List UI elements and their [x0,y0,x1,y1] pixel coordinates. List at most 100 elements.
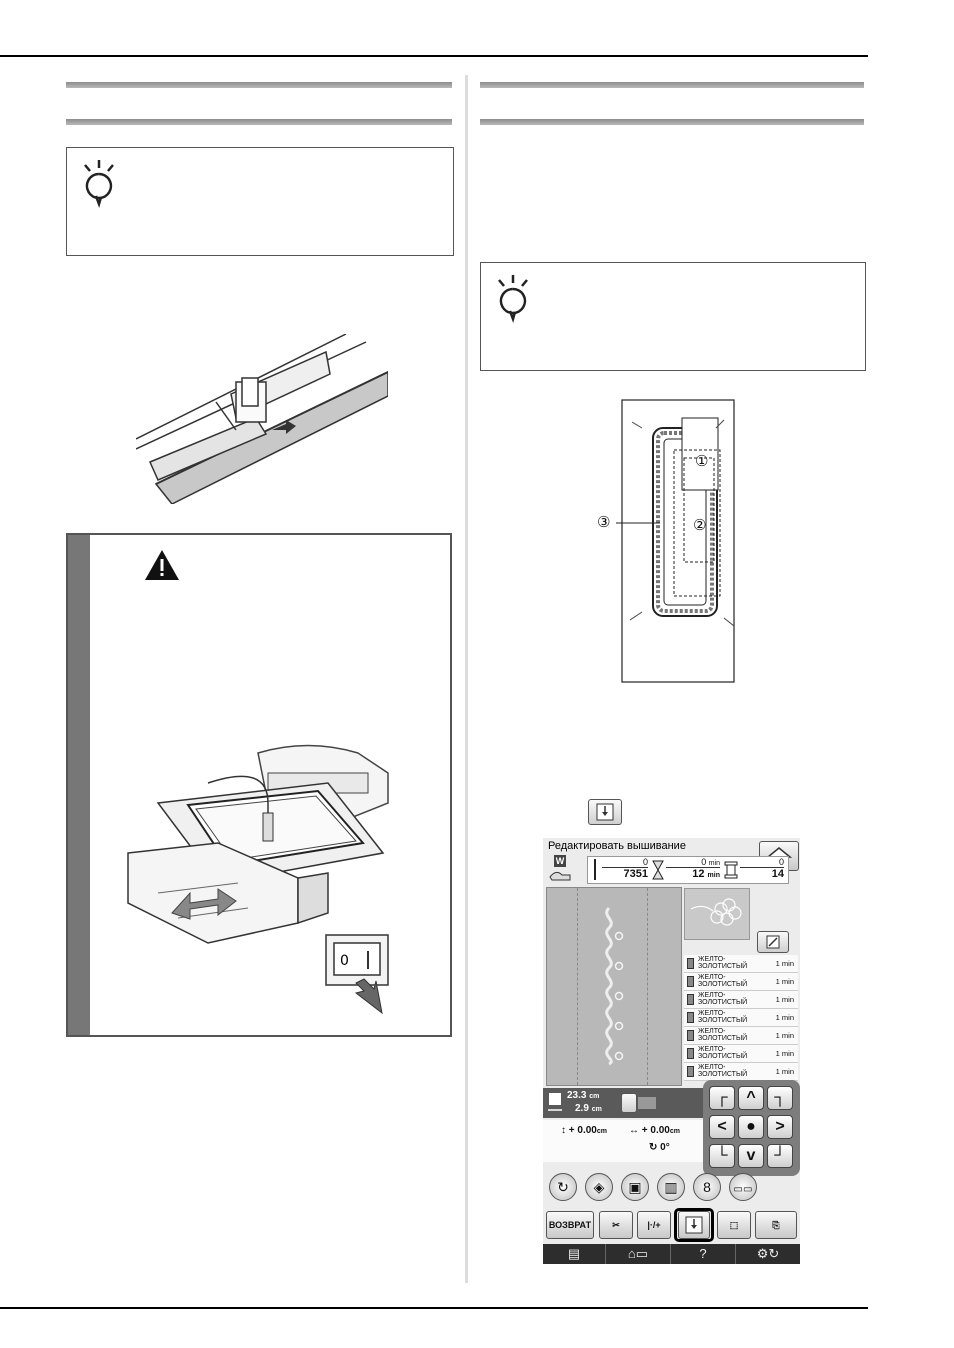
stitch-current: 0 [602,857,648,868]
thread-color-list: ЖЕЛТО-ЗОЛОТИСТЫЙ 1 min ЖЕЛТО-ЗОЛОТИСТЫЙ 1 … [684,955,798,1081]
callout-2: ② [693,516,707,534]
carriage-illustration [136,334,388,504]
highlight-frame [674,1208,714,1242]
move-down-right-button[interactable]: ┘ [767,1144,793,1168]
spool-icon [687,1030,694,1041]
color-time: 1 min [775,1031,794,1040]
repeat-button[interactable]: 8 [693,1173,721,1201]
frame-display-button[interactable] [621,1093,637,1113]
size-width: 2.9 cm [575,1103,602,1114]
w-label: W [554,855,566,867]
size-width-value: 2.9 [575,1103,589,1114]
list-item[interactable]: ЖЕЛТО-ЗОЛОТИСТЫЙ 1 min [684,1063,798,1081]
offset-vertical-unit: cm [596,1128,607,1135]
trial-button[interactable] [678,1211,710,1239]
color-time: 1 min [775,959,794,968]
arrow-key-pad: ┌ ^ ┐ < ● > └ v ┘ [703,1080,800,1176]
size-height-unit: cm [589,1093,600,1100]
embroidery-unit-illustration: 0 [127,744,389,1015]
machine-settings-button[interactable]: ⌂▭ [606,1244,671,1264]
offset-horizontal: ↔ + 0.00cm [629,1125,680,1136]
frame-icon: ▣ [628,1179,642,1195]
size-width-unit: cm [591,1106,602,1113]
spool-icon [687,1012,694,1023]
document-icon: ▤ [567,1246,581,1261]
border-pattern-graphic [605,906,624,1066]
color-time: 1 min [775,1049,794,1058]
note-lightbulb-icon [84,160,114,208]
needle-mode-button[interactable]: |·/+ [637,1211,671,1239]
frame-size-indicator [638,1097,656,1109]
jump-stitch-trim-button[interactable]: ✂ [599,1211,633,1239]
needle-down-icon [596,803,614,821]
move-down-left-button[interactable]: └ [709,1144,735,1168]
help-button[interactable]: ? [671,1244,736,1264]
border-button[interactable]: ▣ [621,1173,649,1201]
spool-icon [687,976,694,987]
color-name: ЖЕЛТО-ЗОЛОТИСТЫЙ [698,1064,748,1078]
density-button[interactable]: ◈ [585,1173,613,1201]
move-left-button[interactable]: < [709,1115,735,1139]
counter-bar: 0 7351 0 min 12 min 0 14 [587,856,789,884]
color-name: ЖЕЛТО-ЗОЛОТИСТЫЙ [698,974,748,988]
pocket-icon: ⎘ [772,1220,780,1230]
svg-text:0: 0 [340,953,349,969]
right-note-box [480,262,866,371]
bottom-page-rule [0,1307,868,1309]
settings-icon: ⚙↻ [756,1246,780,1261]
needle-icon [594,859,596,880]
return-button[interactable]: ВОЗВРАТ [546,1211,594,1239]
list-item[interactable]: ЖЕЛТО-ЗОЛОТИСТЫЙ 1 min [684,1027,798,1045]
memory-button[interactable]: ⎘ [755,1211,797,1239]
offset-vertical: ↕ + 0.00cm [561,1125,607,1136]
time-total-value: 12 [692,868,705,880]
move-down-button[interactable]: v [738,1144,764,1168]
machine-icon: ⌂▭ [627,1246,649,1261]
size-icon [548,1093,562,1111]
stitch-total: 7351 [623,868,648,880]
eight-label: 8 [703,1179,711,1195]
rotation-value: 0° [660,1142,670,1153]
warning-triangle-icon [145,550,179,580]
needle-mode-icon: |·/+ [647,1220,661,1230]
center-button[interactable]: ● [738,1115,764,1139]
color-total: 14 [771,868,784,880]
color-name: ЖЕЛТО-ЗОЛОТИСТЫЙ [698,1010,748,1024]
move-up-button[interactable]: ^ [738,1086,764,1110]
time-current-value: 0 [701,857,707,867]
time-total-unit: min [707,872,720,879]
rotate-icon: ↻ [557,1179,569,1195]
manual-button[interactable]: ▤ [543,1244,606,1264]
rotate-button[interactable]: ↻ [549,1173,577,1201]
pattern-size-bar: 23.3 cm 2.9 cm [543,1088,703,1118]
right-heading-bar-top [480,82,864,88]
color-time: 1 min [775,1067,794,1076]
inline-trial-button [588,799,622,825]
move-up-right-button[interactable]: ┐ [767,1086,793,1110]
color-button[interactable]: ▥ [657,1173,685,1201]
move-up-left-button[interactable]: ┌ [709,1086,735,1110]
bottom-toolbar: ▤ ⌂▭ ? ⚙↻ [543,1244,800,1264]
settings-button[interactable]: ⚙↻ [736,1244,800,1264]
frame-trace-button[interactable]: ⬚ [717,1211,751,1239]
spool-icon [724,861,738,879]
lcd-edit-screen: Редактировать вышивание W 0 7351 0 min 1… [543,838,800,1264]
color-name: ЖЕЛТО-ЗОЛОТИСТЫЙ [698,992,748,1006]
thread-color-view-button[interactable] [757,931,789,953]
w-frame-indicator: W [548,855,572,883]
move-right-button[interactable]: > [767,1115,793,1139]
color-name: ЖЕЛТО-ЗОЛОТИСТЫЙ [698,1028,748,1042]
pattern-preview[interactable] [546,887,682,1086]
array-button[interactable]: ▭▭ [729,1173,757,1201]
offset-vertical-value: + 0.00 [568,1125,597,1136]
callout-3: ③ [597,513,611,531]
time-current: 0 min [666,857,720,868]
spool-icon [687,1066,694,1077]
left-heading-bar-top [66,82,452,88]
shield-icon: ◈ [593,1179,605,1195]
